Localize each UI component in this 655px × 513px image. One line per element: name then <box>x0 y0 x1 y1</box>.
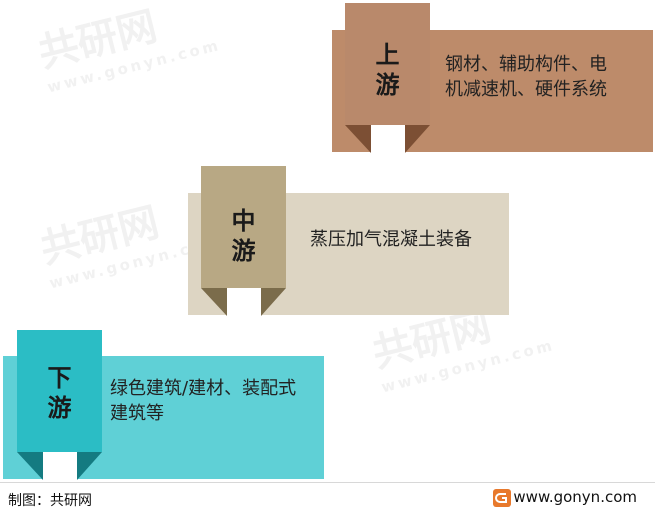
upstream-fold-right <box>405 125 430 153</box>
downstream-tab-fold <box>17 452 102 480</box>
midstream-tab-fold <box>201 288 286 316</box>
downstream-fold-right <box>77 452 102 480</box>
upstream-fold-left <box>345 125 371 153</box>
footer-divider <box>0 482 655 483</box>
midstream-fold-left <box>201 288 227 316</box>
downstream-label: 下 游 <box>47 364 72 422</box>
downstream-tab: 下 游 <box>17 330 102 452</box>
midstream-fold-right <box>261 288 286 316</box>
site-url: www.gonyn.com <box>513 488 637 506</box>
upstream-tab: 上 游 <box>345 3 430 125</box>
upstream-description: 钢材、辅助构件、电 机减速机、硬件系统 <box>445 54 607 100</box>
downstream-description: 绿色建筑/建材、装配式 建筑等 <box>110 378 297 424</box>
source-credit: 制图：共研网 <box>8 493 92 509</box>
midstream-tab: 中 游 <box>201 166 286 288</box>
downstream-fold-left <box>17 452 43 480</box>
gonyn-logo-icon <box>493 489 511 507</box>
upstream-tab-fold <box>345 125 430 153</box>
midstream-description: 蒸压加气混凝土装备 <box>310 229 472 250</box>
midstream-label: 中 游 <box>231 207 256 265</box>
upstream-label: 上 游 <box>375 41 400 99</box>
watermark: 共研网 www.gonyn.com <box>31 0 223 96</box>
